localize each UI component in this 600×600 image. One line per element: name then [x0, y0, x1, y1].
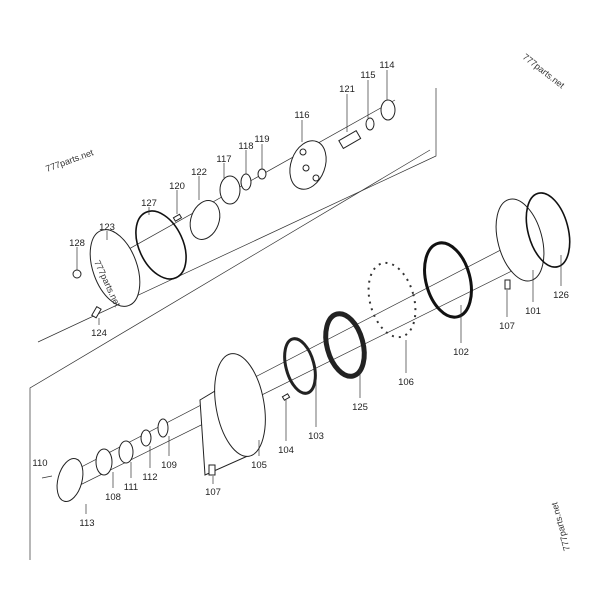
- lower-axis: [59, 239, 521, 479]
- watermark: 777parts.net: [44, 147, 95, 174]
- part-102-seal[interactable]: [417, 238, 479, 323]
- label-107-b: 107: [499, 321, 515, 332]
- label-114: 114: [379, 60, 394, 71]
- part-117-gear[interactable]: [219, 175, 241, 205]
- part-125-bearing[interactable]: [319, 309, 370, 380]
- label-128: 128: [69, 238, 85, 249]
- part-110-screw[interactable]: [41, 475, 53, 479]
- part-121-shaft[interactable]: [338, 129, 362, 150]
- label-104: 104: [278, 445, 294, 456]
- label-116: 116: [294, 110, 309, 121]
- label-102: 102: [453, 347, 469, 358]
- part-109-ring[interactable]: [157, 418, 169, 438]
- part-120-pin[interactable]: [172, 213, 183, 222]
- label-127: 127: [141, 198, 157, 209]
- label-121: 121: [339, 84, 355, 95]
- label-115: 115: [360, 70, 375, 81]
- part-108-gear[interactable]: [95, 448, 113, 476]
- part-103-ring[interactable]: [279, 335, 321, 396]
- label-103: 103: [308, 431, 324, 442]
- part-101-motor[interactable]: [488, 194, 552, 287]
- label-108: 108: [105, 492, 121, 503]
- part-118-bearing[interactable]: [240, 173, 252, 191]
- lower-axis-2: [69, 261, 531, 491]
- part-126-oring[interactable]: [519, 188, 577, 272]
- leader-lines: [76, 70, 562, 514]
- part-111-gear[interactable]: [118, 440, 134, 464]
- label-123: 123: [99, 222, 115, 233]
- label-107-a: 107: [205, 487, 221, 498]
- part-119-bushing[interactable]: [257, 168, 267, 180]
- label-110: 110: [32, 458, 47, 469]
- part-112-spacer[interactable]: [140, 429, 152, 447]
- part-127-oring[interactable]: [126, 203, 196, 287]
- label-118: 118: [238, 141, 253, 152]
- part-128-plug[interactable]: [72, 269, 82, 279]
- label-125: 125: [352, 402, 368, 413]
- part-114-gear[interactable]: [380, 99, 396, 121]
- label-113: 113: [79, 518, 94, 529]
- lower-frame-line: [29, 149, 431, 560]
- part-107-plug-a[interactable]: [208, 464, 216, 476]
- watermark: 777parts.net: [549, 501, 572, 552]
- label-111: 111: [124, 482, 138, 493]
- label-105: 105: [251, 460, 267, 471]
- label-122: 122: [191, 167, 207, 178]
- label-106: 106: [398, 377, 414, 388]
- label-117: 117: [216, 154, 231, 165]
- part-104-pin[interactable]: [281, 393, 291, 401]
- part-107-plug-b[interactable]: [504, 279, 511, 290]
- part-116-carrier[interactable]: [283, 136, 332, 195]
- part-115-ring[interactable]: [365, 117, 375, 131]
- label-120: 120: [169, 181, 185, 192]
- label-112: 112: [142, 472, 157, 483]
- part-113-cover[interactable]: [53, 456, 88, 505]
- watermark: 777parts.net: [521, 52, 567, 91]
- part-105-flange[interactable]: [207, 350, 272, 461]
- part-124-bolt[interactable]: [91, 305, 102, 319]
- label-109: 109: [161, 460, 177, 471]
- label-119: 119: [254, 134, 269, 145]
- label-101: 101: [525, 306, 541, 317]
- label-124: 124: [91, 328, 107, 339]
- upper-frame-line: [37, 88, 437, 343]
- part-122-plate[interactable]: [185, 196, 225, 243]
- label-126: 126: [553, 290, 569, 301]
- part-106-balls[interactable]: [361, 258, 423, 343]
- part-123-cover[interactable]: [81, 223, 150, 313]
